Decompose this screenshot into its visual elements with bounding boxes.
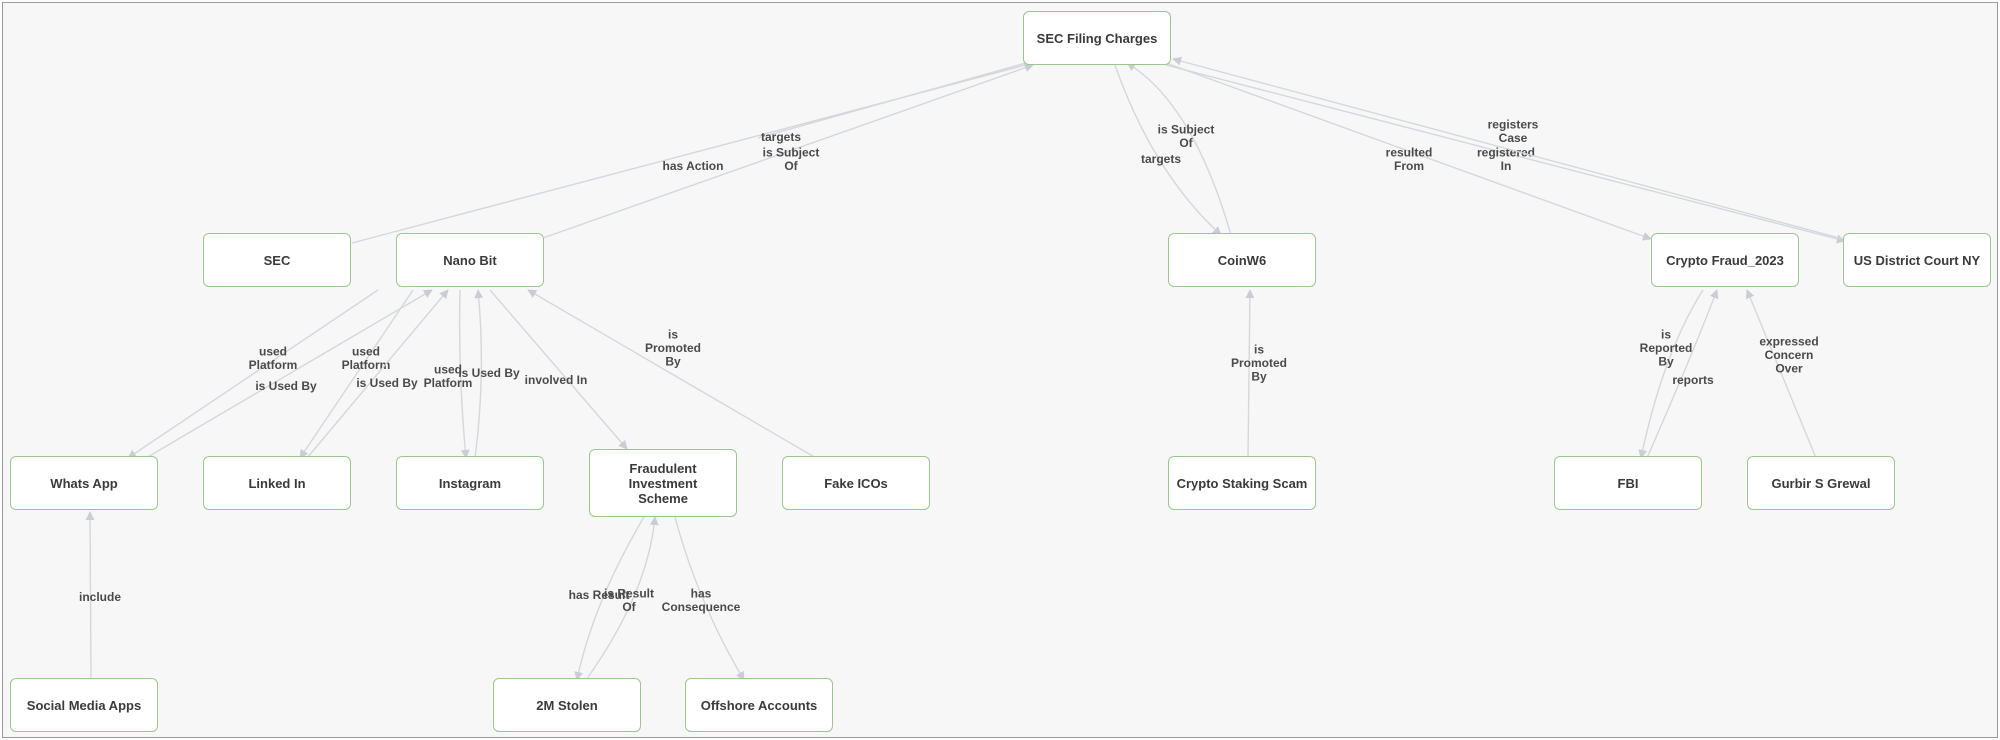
edge-line: [306, 289, 449, 459]
node-sec[interactable]: SEC: [203, 233, 351, 287]
edge-label: is Used By: [458, 366, 520, 380]
edge-line: [527, 289, 817, 459]
edge-used-by-wa[interactable]: is Used By: [145, 289, 433, 459]
node-cryptofraud[interactable]: Crypto Fraud_2023: [1651, 233, 1799, 287]
edge-line: [757, 58, 1034, 139]
edge-targets-nanobit[interactable]: targets: [757, 58, 1034, 144]
edge-involved-in[interactable]: involved In: [489, 289, 628, 450]
edge-line: [1638, 289, 1704, 459]
node-whatsapp[interactable]: Whats App: [10, 456, 158, 510]
node-stolen[interactable]: 2M Stolen: [493, 678, 641, 732]
edge-has-result[interactable]: has Result: [569, 516, 645, 681]
edge-used-by-li[interactable]: is Used By: [306, 289, 449, 459]
edge-line: [1646, 289, 1719, 459]
edge-line: [542, 63, 1034, 239]
edge-used-by-ig[interactable]: is Used By: [458, 289, 520, 459]
edge-line: [85, 511, 95, 681]
node-instagram[interactable]: Instagram: [396, 456, 544, 510]
edge-reports[interactable]: reports: [1646, 289, 1719, 459]
edge-label: involved In: [525, 373, 588, 387]
node-fakeicos[interactable]: Fake ICOs: [782, 456, 930, 510]
node-linkedin[interactable]: Linked In: [203, 456, 351, 510]
edge-label: is Used By: [255, 379, 317, 393]
node-socialmedia[interactable]: Social Media Apps: [10, 678, 158, 732]
edge-line: [1114, 64, 1222, 236]
edge-line: [574, 516, 645, 681]
edge-line: [489, 289, 628, 450]
edge-line: [1172, 56, 1844, 240]
node-gurbir[interactable]: Gurbir S Grewal: [1747, 456, 1895, 510]
edge-line: [127, 289, 379, 459]
edge-line: [458, 289, 470, 459]
node-coinw6[interactable]: CoinW6: [1168, 233, 1316, 287]
edge-line: [1745, 289, 1817, 459]
edge-line: [1165, 62, 1652, 241]
edge-include[interactable]: include: [79, 511, 121, 681]
edge-label: targets: [761, 130, 801, 144]
node-fbi[interactable]: FBI: [1554, 456, 1702, 510]
edge-line: [1245, 289, 1255, 459]
edge-line: [1126, 62, 1232, 236]
edge-targets-coinw6[interactable]: targets: [1114, 64, 1222, 236]
edge-line: [299, 289, 414, 459]
edge-line: [145, 289, 433, 459]
node-usdc[interactable]: US District Court NY: [1843, 233, 1991, 287]
node-fraudscheme[interactable]: Fraudulent Investment Scheme: [589, 449, 737, 517]
edge-line: [674, 516, 745, 681]
edge-line: [474, 289, 484, 459]
edge-label: include: [79, 590, 121, 604]
edge-label: targets: [1141, 152, 1181, 166]
edge-line: [1165, 64, 1846, 244]
edge-line: [585, 516, 659, 681]
node-stakingscam[interactable]: Crypto Staking Scam: [1168, 456, 1316, 510]
node-offshore[interactable]: Offshore Accounts: [685, 678, 833, 732]
node-nanobit[interactable]: Nano Bit: [396, 233, 544, 287]
edge-label: has Result: [569, 588, 630, 602]
edge-label: reports: [1672, 373, 1714, 387]
edge-label: has Action: [663, 159, 724, 173]
edge-label: is Used By: [356, 376, 418, 390]
node-sec-filing[interactable]: SEC Filing Charges: [1023, 11, 1171, 65]
